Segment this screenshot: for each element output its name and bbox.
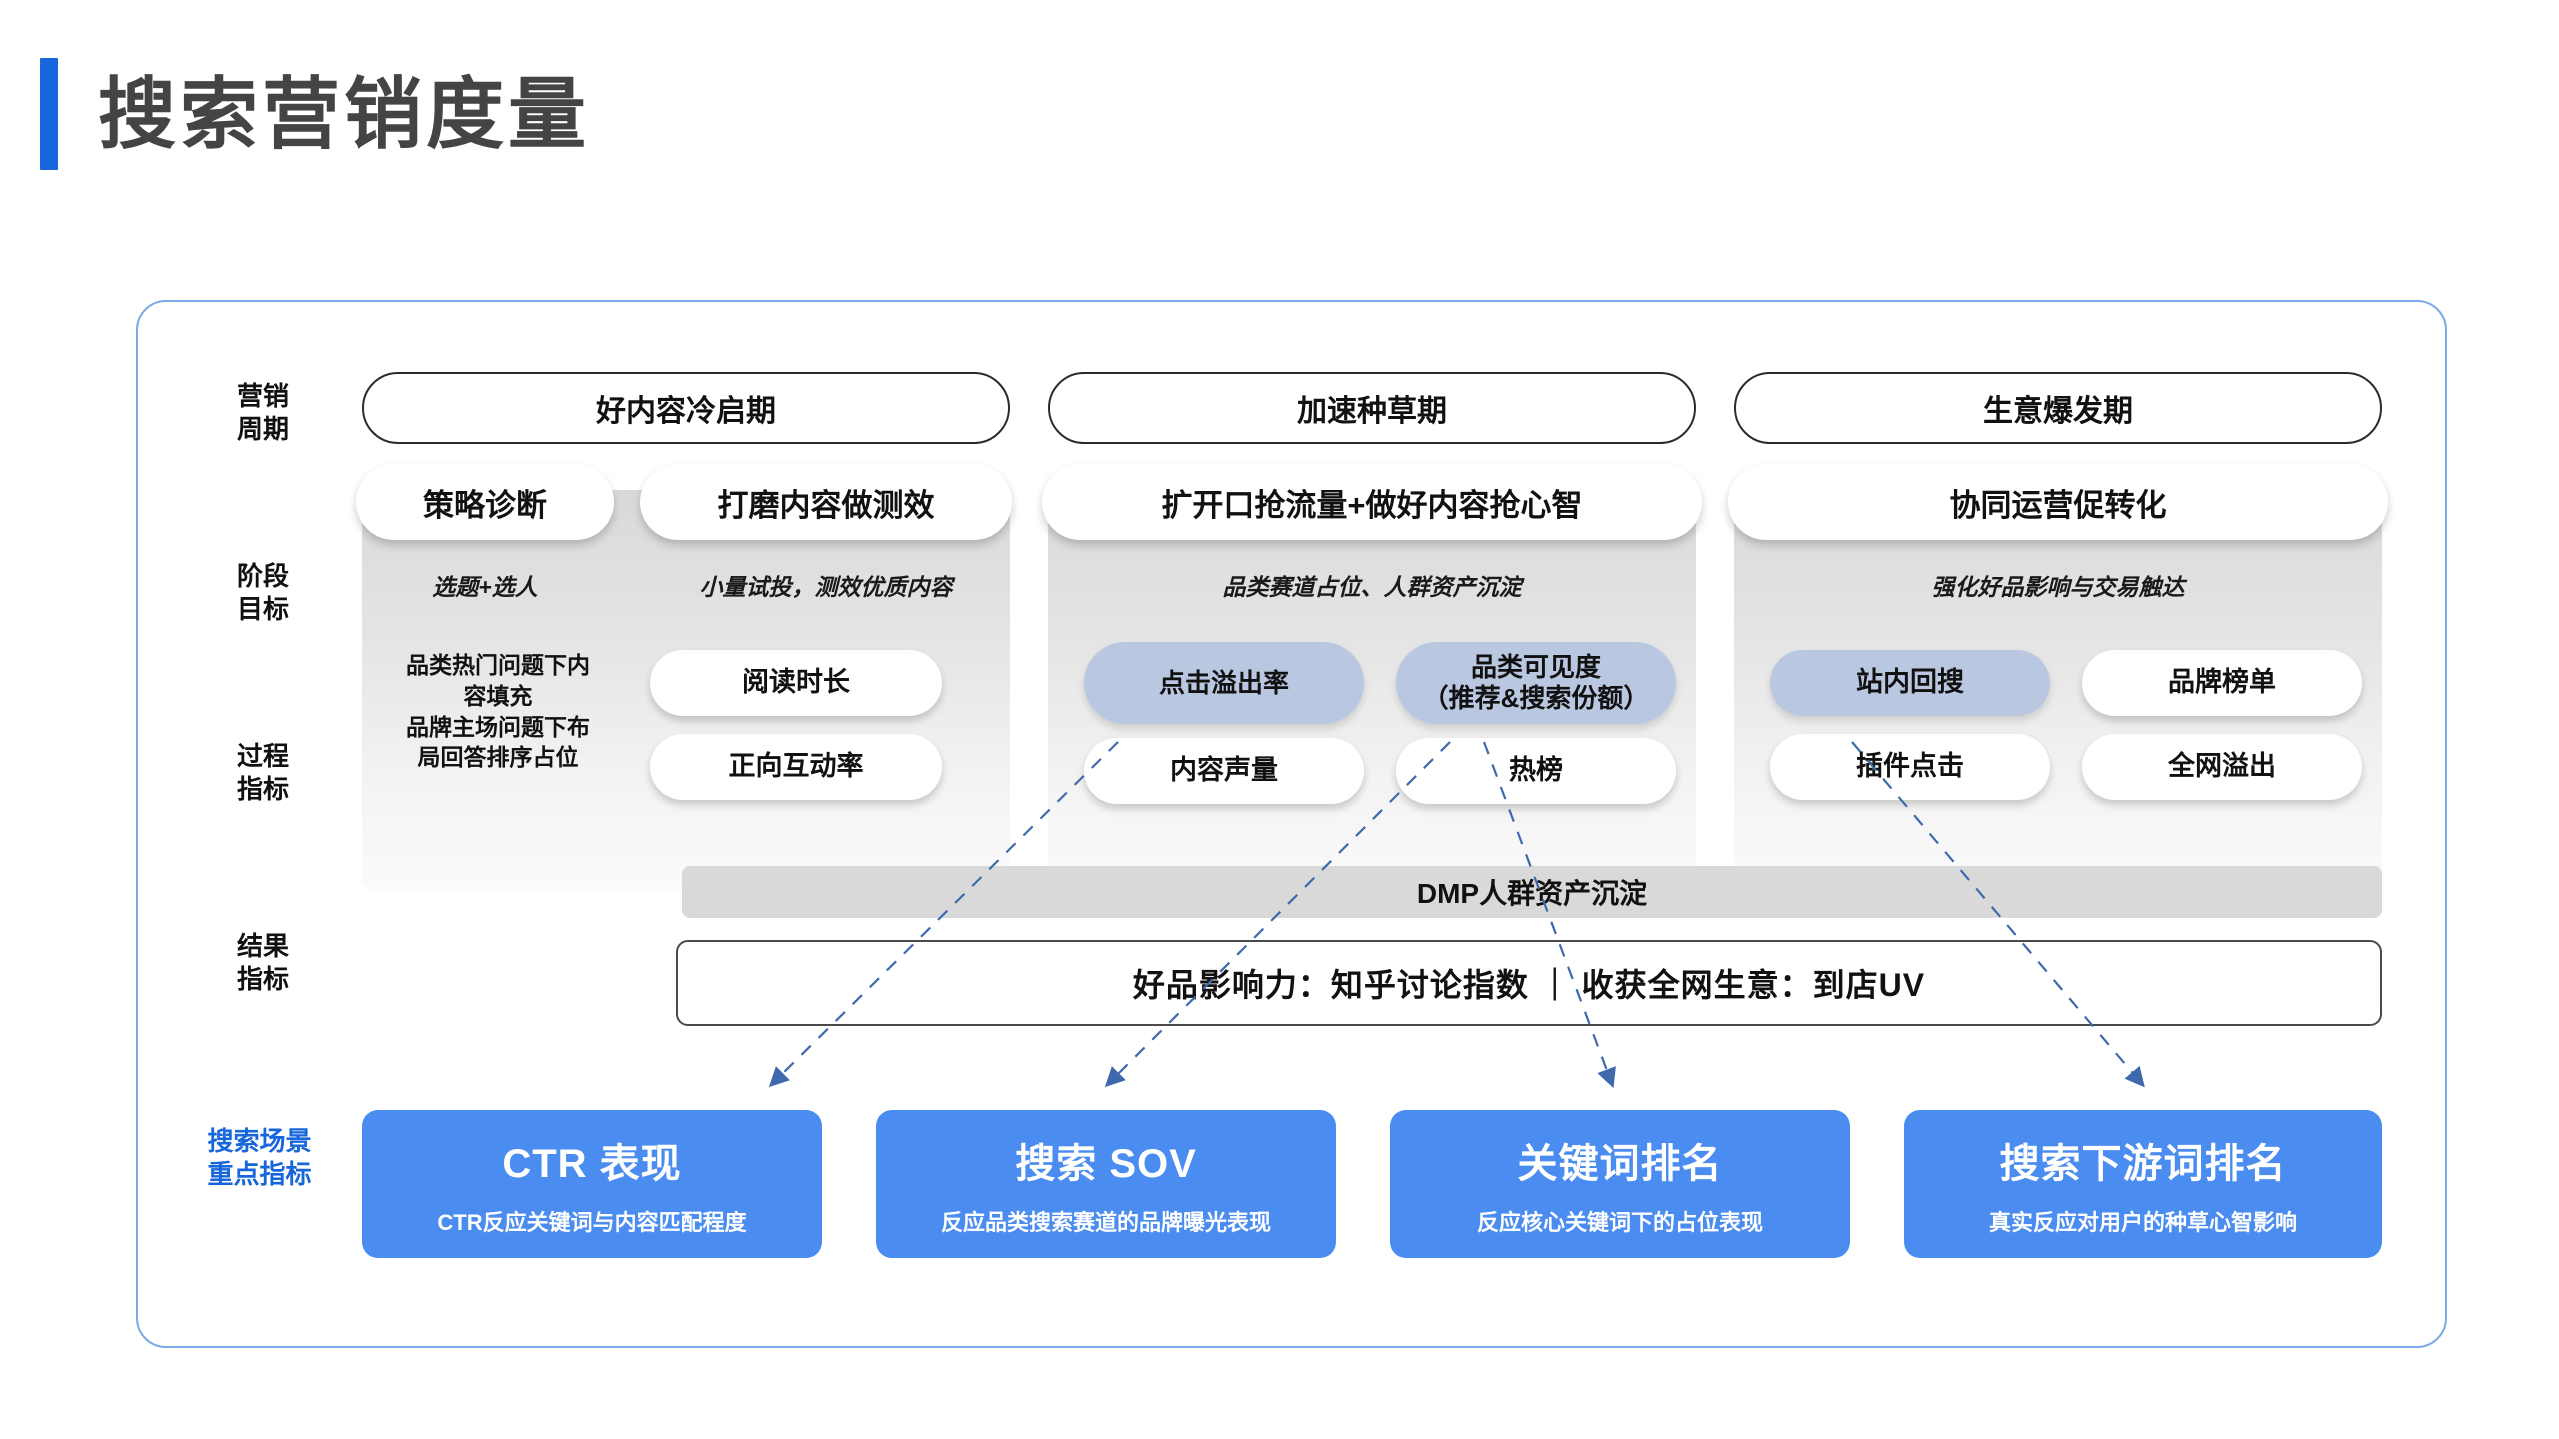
metric-pill-click-overflow[interactable]: 点击溢出率 <box>1084 642 1364 724</box>
goal-sub-content-polish: 小量试投，测效优质内容 <box>699 574 953 600</box>
process-text-line-1: 品类热门问题下内 <box>406 652 590 678</box>
metric-pill-positive-interaction[interactable]: 正向互动率 <box>650 734 942 800</box>
process-text-line-4: 局回答排序占位 <box>417 744 579 771</box>
metric-label-line1: 品类可见度 <box>1470 652 1601 683</box>
row-label-line1: 结果 <box>236 931 289 961</box>
phase-panel-explosion: 协同运营促转化 强化好品影响与交易触达 站内回搜 品牌榜单 插件点击 全网溢出 <box>1728 464 2388 890</box>
bottom-card-subtitle: CTR反应关键词与内容匹配程度 <box>437 1210 747 1235</box>
page-title-text: 搜索营销度量 <box>98 70 591 158</box>
row-label-line2: 重点指标 <box>207 1159 312 1190</box>
title-accent-bar <box>40 58 58 170</box>
metric-pill-content-volume[interactable]: 内容声量 <box>1084 738 1364 804</box>
bottom-card-title: 搜索下游词排名 <box>1999 1142 2287 1186</box>
goal-sub-strategy-diagnosis: 选题+选人 <box>432 574 538 600</box>
bottom-card-search-sov[interactable]: 搜索 SOV 反应品类搜索赛道的品牌曝光表现 <box>876 1110 1336 1258</box>
metric-pill-plugin-click[interactable]: 插件点击 <box>1770 734 2050 800</box>
bottom-card-subtitle: 真实反应对用户的种草心智影响 <box>1988 1210 2297 1235</box>
metric-pill-onsite-research[interactable]: 站内回搜 <box>1770 650 2050 716</box>
metric-pill-brand-ranking[interactable]: 品牌榜单 <box>2082 650 2362 716</box>
row-label-search-key-metrics: 搜索场景 重点指标 <box>152 1125 367 1192</box>
phase-panel-acceleration: 扩开口抢流量+做好内容抢心智 品类赛道占位、人群资产沉淀 点击溢出率 品类可见度… <box>1042 464 1702 890</box>
goal-pill-collaborative-ops[interactable]: 协同运营促转化 <box>1728 464 2388 540</box>
metric-pill-read-time[interactable]: 阅读时长 <box>650 650 942 716</box>
goal-pill-content-polish[interactable]: 打磨内容做测效 <box>640 464 1012 540</box>
phase-pill-cold-start[interactable]: 好内容冷启期 <box>362 372 1010 444</box>
metric-pill-category-visibility[interactable]: 品类可见度 （推荐&搜索份额） <box>1396 642 1676 724</box>
metric-pill-network-overflow[interactable]: 全网溢出 <box>2082 734 2362 800</box>
row-label-line2: 指标 <box>236 964 289 995</box>
phase-panel-cold-start: 策略诊断 选题+选人 打磨内容做测效 小量试投，测效优质内容 品类热门问题下内 … <box>356 464 1012 890</box>
goal-sub-collaborative-ops: 强化好品影响与交易触达 <box>1931 574 2185 600</box>
bottom-card-title: 关键词排名 <box>1517 1142 1723 1186</box>
result-metrics-bar: 好品影响力：知乎讨论指数 ｜ 收获全网生意：到店UV <box>676 940 2382 1026</box>
bottom-card-ctr[interactable]: CTR 表现 CTR反应关键词与内容匹配程度 <box>362 1110 822 1258</box>
row-label-line2: 周期 <box>236 414 289 445</box>
bottom-card-keyword-ranking[interactable]: 关键词排名 反应核心关键词下的占位表现 <box>1390 1110 1850 1258</box>
row-label-line1: 营销 <box>236 381 289 411</box>
phase-pill-explosion[interactable]: 生意爆发期 <box>1734 372 2382 444</box>
bottom-card-title: 搜索 SOV <box>1015 1142 1197 1186</box>
process-text-line-3: 品牌主场问题下布 <box>406 713 590 740</box>
goal-pill-strategy-diagnosis[interactable]: 策略诊断 <box>356 464 614 540</box>
row-label-stage-goal: 阶段 目标 <box>168 560 358 627</box>
row-label-marketing-cycle: 营销 周期 <box>168 380 358 447</box>
page-title: 搜索营销度量 <box>40 58 590 170</box>
row-label-line1: 搜索场景 <box>207 1126 312 1156</box>
bottom-card-subtitle: 反应核心关键词下的占位表现 <box>1476 1210 1763 1235</box>
metric-pill-hot-list[interactable]: 热榜 <box>1396 738 1676 804</box>
bottom-card-subtitle: 反应品类搜索赛道的品牌曝光表现 <box>940 1210 1271 1235</box>
row-label-result-metrics: 结果 指标 <box>168 930 358 997</box>
bottom-card-downstream-ranking[interactable]: 搜索下游词排名 真实反应对用户的种草心智影响 <box>1904 1110 2382 1258</box>
process-text-phase1: 品类热门问题下内 容填充 品牌主场问题下布 局回答排序占位 <box>366 650 630 773</box>
dmp-bar: DMP人群资产沉淀 <box>682 866 2382 918</box>
goal-sub-expand-traffic: 品类赛道占位、人群资产沉淀 <box>1222 574 1522 600</box>
process-text-line-2: 容填充 <box>463 682 533 709</box>
row-label-line1: 过程 <box>236 741 289 771</box>
row-label-line2: 指标 <box>236 774 289 805</box>
metric-label-line2: （推荐&搜索份额） <box>1422 683 1650 713</box>
row-label-process-metrics: 过程 指标 <box>168 740 358 807</box>
phase-pill-acceleration[interactable]: 加速种草期 <box>1048 372 1696 444</box>
row-label-line2: 目标 <box>236 594 289 625</box>
row-label-line1: 阶段 <box>236 561 289 591</box>
bottom-card-title: CTR 表现 <box>502 1142 682 1186</box>
goal-pill-expand-traffic[interactable]: 扩开口抢流量+做好内容抢心智 <box>1042 464 1702 540</box>
